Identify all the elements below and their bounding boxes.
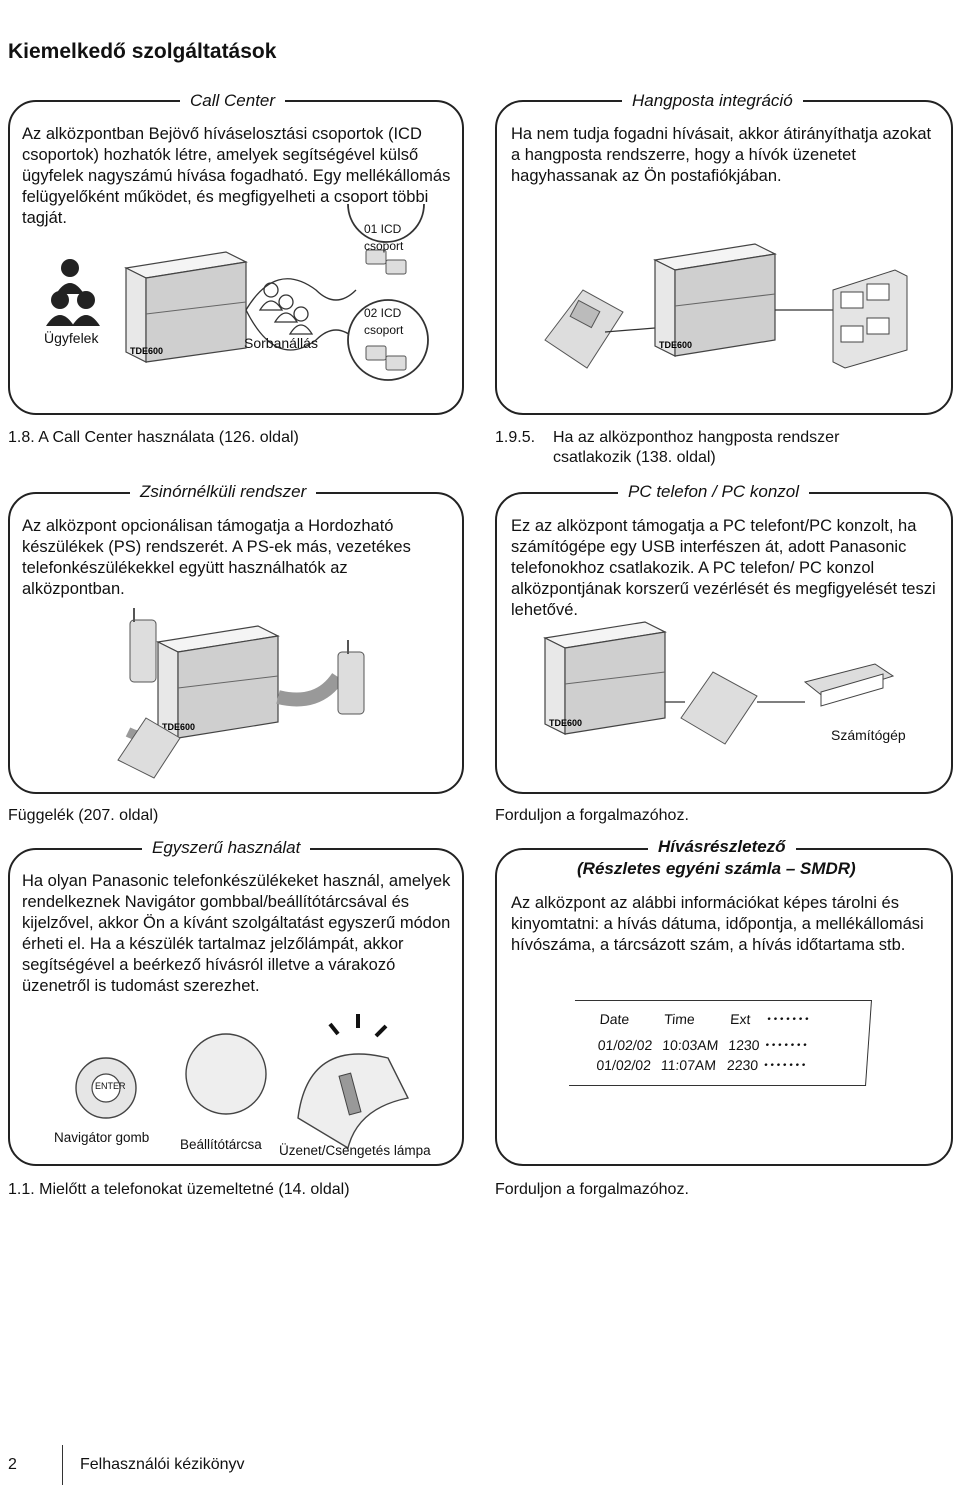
table-row: 01/02/02 11:07AM 2230 • • • • • • • [596, 1055, 806, 1075]
smdr-header-row: Date Time Ext • • • • • • • [599, 1009, 810, 1035]
customers-icon [46, 259, 100, 326]
pc-phone-body: Ez az alközpont támogatja a PC telefont/… [511, 517, 936, 619]
page-number: 2 [8, 1456, 17, 1473]
cordless-title: Zsinórnélküli rendszer [130, 482, 317, 502]
smdr-header-date: Date [599, 1011, 630, 1027]
smdr-ref: Forduljon a forgalmazóhoz. [495, 1181, 689, 1198]
desk-phone-icon [544, 289, 624, 369]
cordless-handset-icon [129, 608, 157, 683]
cordless-body: Az alközpont opcionálisan támogatja a Ho… [22, 517, 411, 598]
customers-label: Ügyfelek [44, 330, 99, 346]
smdr-cell: 1230 [727, 1037, 761, 1053]
smdr-cell: 01/02/02 [595, 1057, 652, 1073]
pbx-brand: TDE600 [130, 346, 163, 356]
queue-label: Sorbanállás [244, 335, 318, 351]
dial-label: Beállítótárcsa [180, 1137, 262, 1152]
svg-text:TDE600: TDE600 [162, 722, 195, 732]
svg-text:TDE600: TDE600 [659, 340, 692, 350]
smdr-cell: • • • • • • • [763, 1059, 806, 1071]
call-center-ref: 1.8. A Call Center használata (126. olda… [8, 429, 299, 446]
voicemail-body: Ha nem tudja fogadni hívásait, akkor áti… [511, 125, 932, 185]
cordless-illustration: TDE600 [117, 608, 365, 779]
computer-label: Számítógép [831, 727, 906, 743]
page-title: Kiemelkedő szolgáltatások [8, 40, 277, 63]
svg-text:TDE600: TDE600 [549, 718, 582, 728]
easy-use-title: Egyszerű használat [142, 838, 311, 858]
smdr-body: Az alközpont az alábbi információkat kép… [511, 894, 924, 954]
jog-dial-icon [185, 1033, 267, 1115]
pbx-unit-icon: TDE600 [124, 251, 248, 363]
voicemail-title: Hangposta integráció [622, 91, 803, 111]
navigator-button-icon [75, 1057, 137, 1119]
icd02-label: 02 ICD csoport [364, 306, 404, 337]
computer-icon [803, 663, 895, 707]
queue-icon [258, 282, 314, 335]
pbx-unit-icon: TDE600 [543, 621, 667, 735]
message-lamp-icon [297, 1014, 410, 1150]
icd-group-02-icon [347, 299, 429, 381]
pc-phone-illustration: TDE600 [543, 621, 895, 745]
smdr-table: Date Time Ext • • • • • • • 01/02/02 10:… [596, 1009, 810, 1075]
smdr-cell: 01/02/02 [597, 1037, 653, 1053]
call-center-illustration: TDE600 [46, 203, 429, 381]
call-center-body: Az alközpontban Bejövő híváselosztási cs… [22, 125, 451, 227]
icd01-label: 01 ICD csoport [364, 222, 404, 253]
desk-phone-icon [680, 671, 758, 745]
smdr-header-time: Time [663, 1011, 696, 1027]
pc-phone-title: PC telefon / PC konzol [618, 482, 810, 502]
smdr-cell: 11:07AM [660, 1057, 717, 1073]
smdr-header-ext: Ext [729, 1011, 752, 1027]
mailbox-icon [832, 269, 908, 369]
smdr-cell: • • • • • • • [765, 1039, 808, 1051]
easy-use-illustration [75, 1014, 410, 1150]
desk-phone-icon [117, 717, 181, 779]
smdr-header-more: • • • • • • • [766, 1013, 809, 1025]
pbx-unit-icon: TDE600 [653, 243, 777, 357]
call-center-title: Call Center [180, 91, 286, 111]
table-row: 01/02/02 10:03AM 1230 • • • • • • • [597, 1035, 807, 1055]
easy-use-body: Ha olyan Panasonic telefonkészülékeket h… [22, 872, 451, 995]
voicemail-ref-text: Ha az alközponthoz hangposta rendszer cs… [553, 429, 840, 466]
smdr-title-line1: Hívásrészletező [648, 837, 796, 857]
enter-label: ENTER [95, 1081, 126, 1091]
smdr-title-line2: (Részletes egyéni számla – SMDR) [577, 859, 856, 878]
manual-title: Felhasználói kézikönyv [80, 1456, 245, 1473]
pc-phone-ref: Forduljon a forgalmazóhoz. [495, 807, 689, 824]
smdr-cell: 10:03AM [661, 1037, 719, 1053]
cordless-handset-icon [337, 640, 365, 715]
nav-label: Navigátor gomb [54, 1130, 150, 1145]
pbx-unit-icon: TDE600 [156, 625, 280, 739]
voicemail-illustration: TDE600 [544, 243, 908, 369]
cordless-ref: Függelék (207. oldal) [8, 807, 159, 824]
voicemail-ref-num: 1.9.5. [495, 429, 536, 446]
smdr-printout: Date Time Ext • • • • • • • 01/02/02 10:… [568, 1000, 873, 1086]
easy-use-ref: 1.1. Mielőtt a telefonokat üzemeltetné (… [8, 1181, 350, 1198]
smdr-cell: 2230 [726, 1057, 759, 1073]
icd-group-01-icon [347, 203, 425, 275]
footer-divider [62, 1445, 63, 1485]
lamp-label: Üzenet/Csengetés lámpa [279, 1143, 431, 1158]
